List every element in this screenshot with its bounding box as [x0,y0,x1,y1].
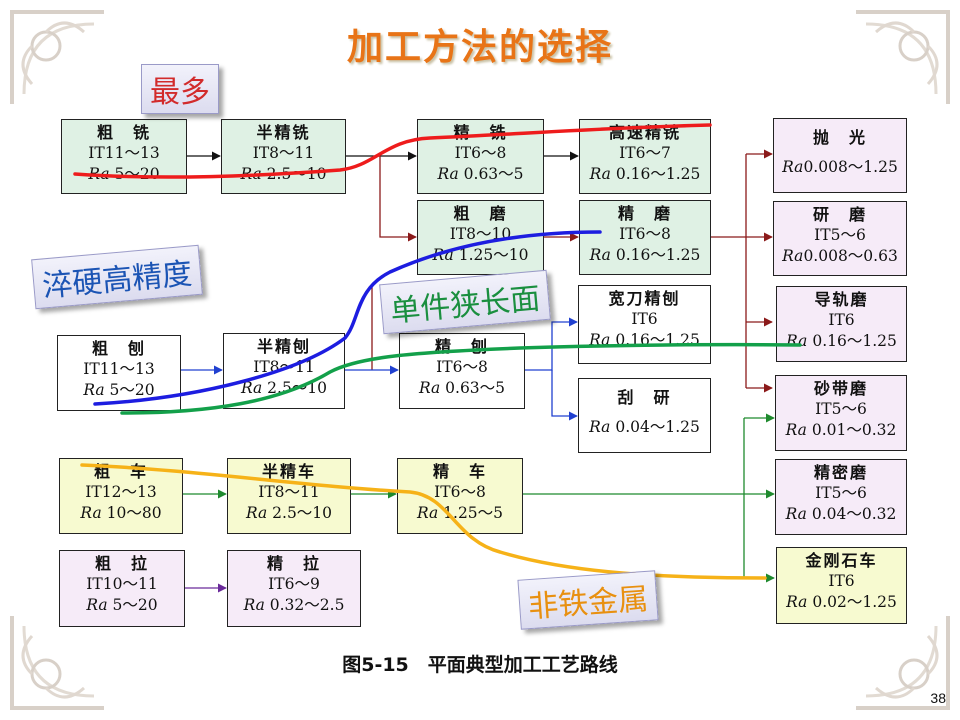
node-name: 粗 拉 [94,554,149,573]
node-it: IT6～8 [454,144,507,162]
node-it: IT8～10 [449,225,512,243]
arrow-plane-fine-scrape [551,370,578,421]
node-turn-semi: 半精车 IT8～11 Ra 2.5～10 [227,458,351,534]
node-plane-rough: 粗 刨 IT11～13 Ra 5～20 [57,335,181,411]
node-polish: 抛 光 Ra0.008～1.25 [773,118,907,193]
node-broach-fine: 精 拉 IT6～9 Ra 0.32～2.5 [227,550,361,627]
node-ra: Ra 0.02～1.25 [786,593,897,611]
node-grind-fine: 精 磨 IT6～8 Ra 0.16～1.25 [579,200,711,275]
node-ra: Ra 0.04～1.25 [589,418,700,436]
node-name: 刮 研 [617,388,672,407]
node-ra: Ra 1.25～5 [416,504,504,522]
corner-ornament-bottom-left [10,616,104,710]
node-it: IT5～6 [815,484,867,502]
node-ra: Ra 5～20 [83,381,155,399]
node-it: IT6～9 [268,575,320,593]
node-it: IT11～13 [83,360,155,378]
node-it: IT6～7 [619,144,671,162]
slide-title: 加工方法的选择 [346,27,613,68]
node-ra: Ra 0.63～5 [437,165,524,183]
node-mill-semi: 半精铣 IT8～11 Ra 2.5～10 [221,119,346,194]
node-it: IT6～8 [436,358,488,376]
corner-ornament-top-right [856,10,950,104]
tag-nonferrous: 非铁金属 [517,570,659,630]
node-ra: Ra 5～20 [86,596,158,614]
node-name: 半精铣 [256,123,311,142]
arrow-to-grind-rough [379,156,417,242]
node-ra: Ra0.008～1.25 [782,158,898,176]
node-diamond-turn: 金刚石车 IT6 Ra 0.02～1.25 [776,547,907,624]
node-guide-grind: 导轨磨 IT6 Ra 0.16～1.25 [776,286,907,362]
node-it: IT10～11 [86,575,158,593]
node-scrape: 刮 研 Ra 0.04～1.25 [578,378,711,453]
route-red-most [73,123,712,179]
page-number: 38 [930,690,946,706]
node-name: 粗 磨 [453,204,508,223]
node-it: IT5～6 [814,226,866,244]
node-name: 砂带磨 [813,379,868,398]
node-wide-plane: 宽刀精刨 IT6 Ra 0.16～1.25 [578,285,711,364]
corner-ornament-top-left [10,10,104,104]
node-ra: Ra 0.16～1.25 [589,165,701,183]
node-ra: Ra0.008～0.63 [782,247,898,265]
node-broach-rough: 粗 拉 IT10～11 Ra 5～20 [59,550,185,627]
node-name: 精 磨 [617,204,672,223]
node-ra: Ra 0.16～1.25 [589,246,701,264]
node-ra: Ra 0.01～0.32 [785,421,897,439]
node-it: IT6～8 [434,483,486,501]
node-ra: Ra 1.25～10 [432,246,529,264]
node-name: 精密磨 [813,463,868,482]
node-name: 导轨磨 [814,290,869,309]
node-it: IT12～13 [85,483,157,501]
route-green-single-long [120,342,802,415]
node-it: IT5～6 [815,400,867,418]
node-it: IT6～8 [619,225,671,243]
node-name: 精 拉 [266,554,321,573]
node-ra: Ra 2.5～10 [245,504,333,522]
node-name: 半精刨 [256,337,311,356]
node-it: IT6 [828,311,855,329]
node-mill-fine: 精 铣 IT6～8 Ra 0.63～5 [417,119,544,194]
node-name: 抛 光 [812,128,867,147]
node-name: 粗 刨 [91,339,146,358]
node-name: 金刚石车 [805,551,878,570]
route-orange-nonferrous [80,463,767,580]
node-turn-rough: 粗 车 IT12～13 Ra 10～80 [59,458,183,534]
node-turn-fine: 精 车 IT6～8 Ra 1.25～5 [397,458,523,534]
node-name: 粗 铣 [96,123,151,142]
node-it: IT8～11 [258,483,320,501]
node-lap: 研 磨 IT5～6 Ra0.008～0.63 [773,201,907,276]
node-name: 研 磨 [812,205,867,224]
node-ra: Ra 0.04～0.32 [785,505,897,523]
figure-caption: 图5-15 平面典型加工工艺路线 [342,654,618,676]
node-name: 宽刀精刨 [608,289,681,308]
node-it: IT6 [631,310,658,328]
corner-ornament-bottom-right [856,616,950,710]
node-it: IT6 [828,572,855,590]
node-ra: Ra 0.63～5 [418,379,506,397]
node-mill-rough: 粗 铣 IT11～13 Ra 5～20 [61,119,187,194]
node-ra: Ra 0.16～1.25 [786,332,897,350]
node-prec-grind: 精密磨 IT5～6 Ra 0.04～0.32 [775,459,907,535]
route-blue-hardened [93,230,602,406]
node-it: IT8～11 [252,144,315,162]
node-ra: Ra 10～80 [80,504,162,522]
node-name: 半精车 [261,462,316,481]
node-it: IT11～13 [88,144,160,162]
node-ra: Ra 0.32～2.5 [243,596,345,614]
node-belt-grind: 砂带磨 IT5～6 Ra 0.01～0.32 [775,375,907,451]
node-name: 精 车 [432,462,487,481]
tag-most: 最多 [141,64,219,114]
